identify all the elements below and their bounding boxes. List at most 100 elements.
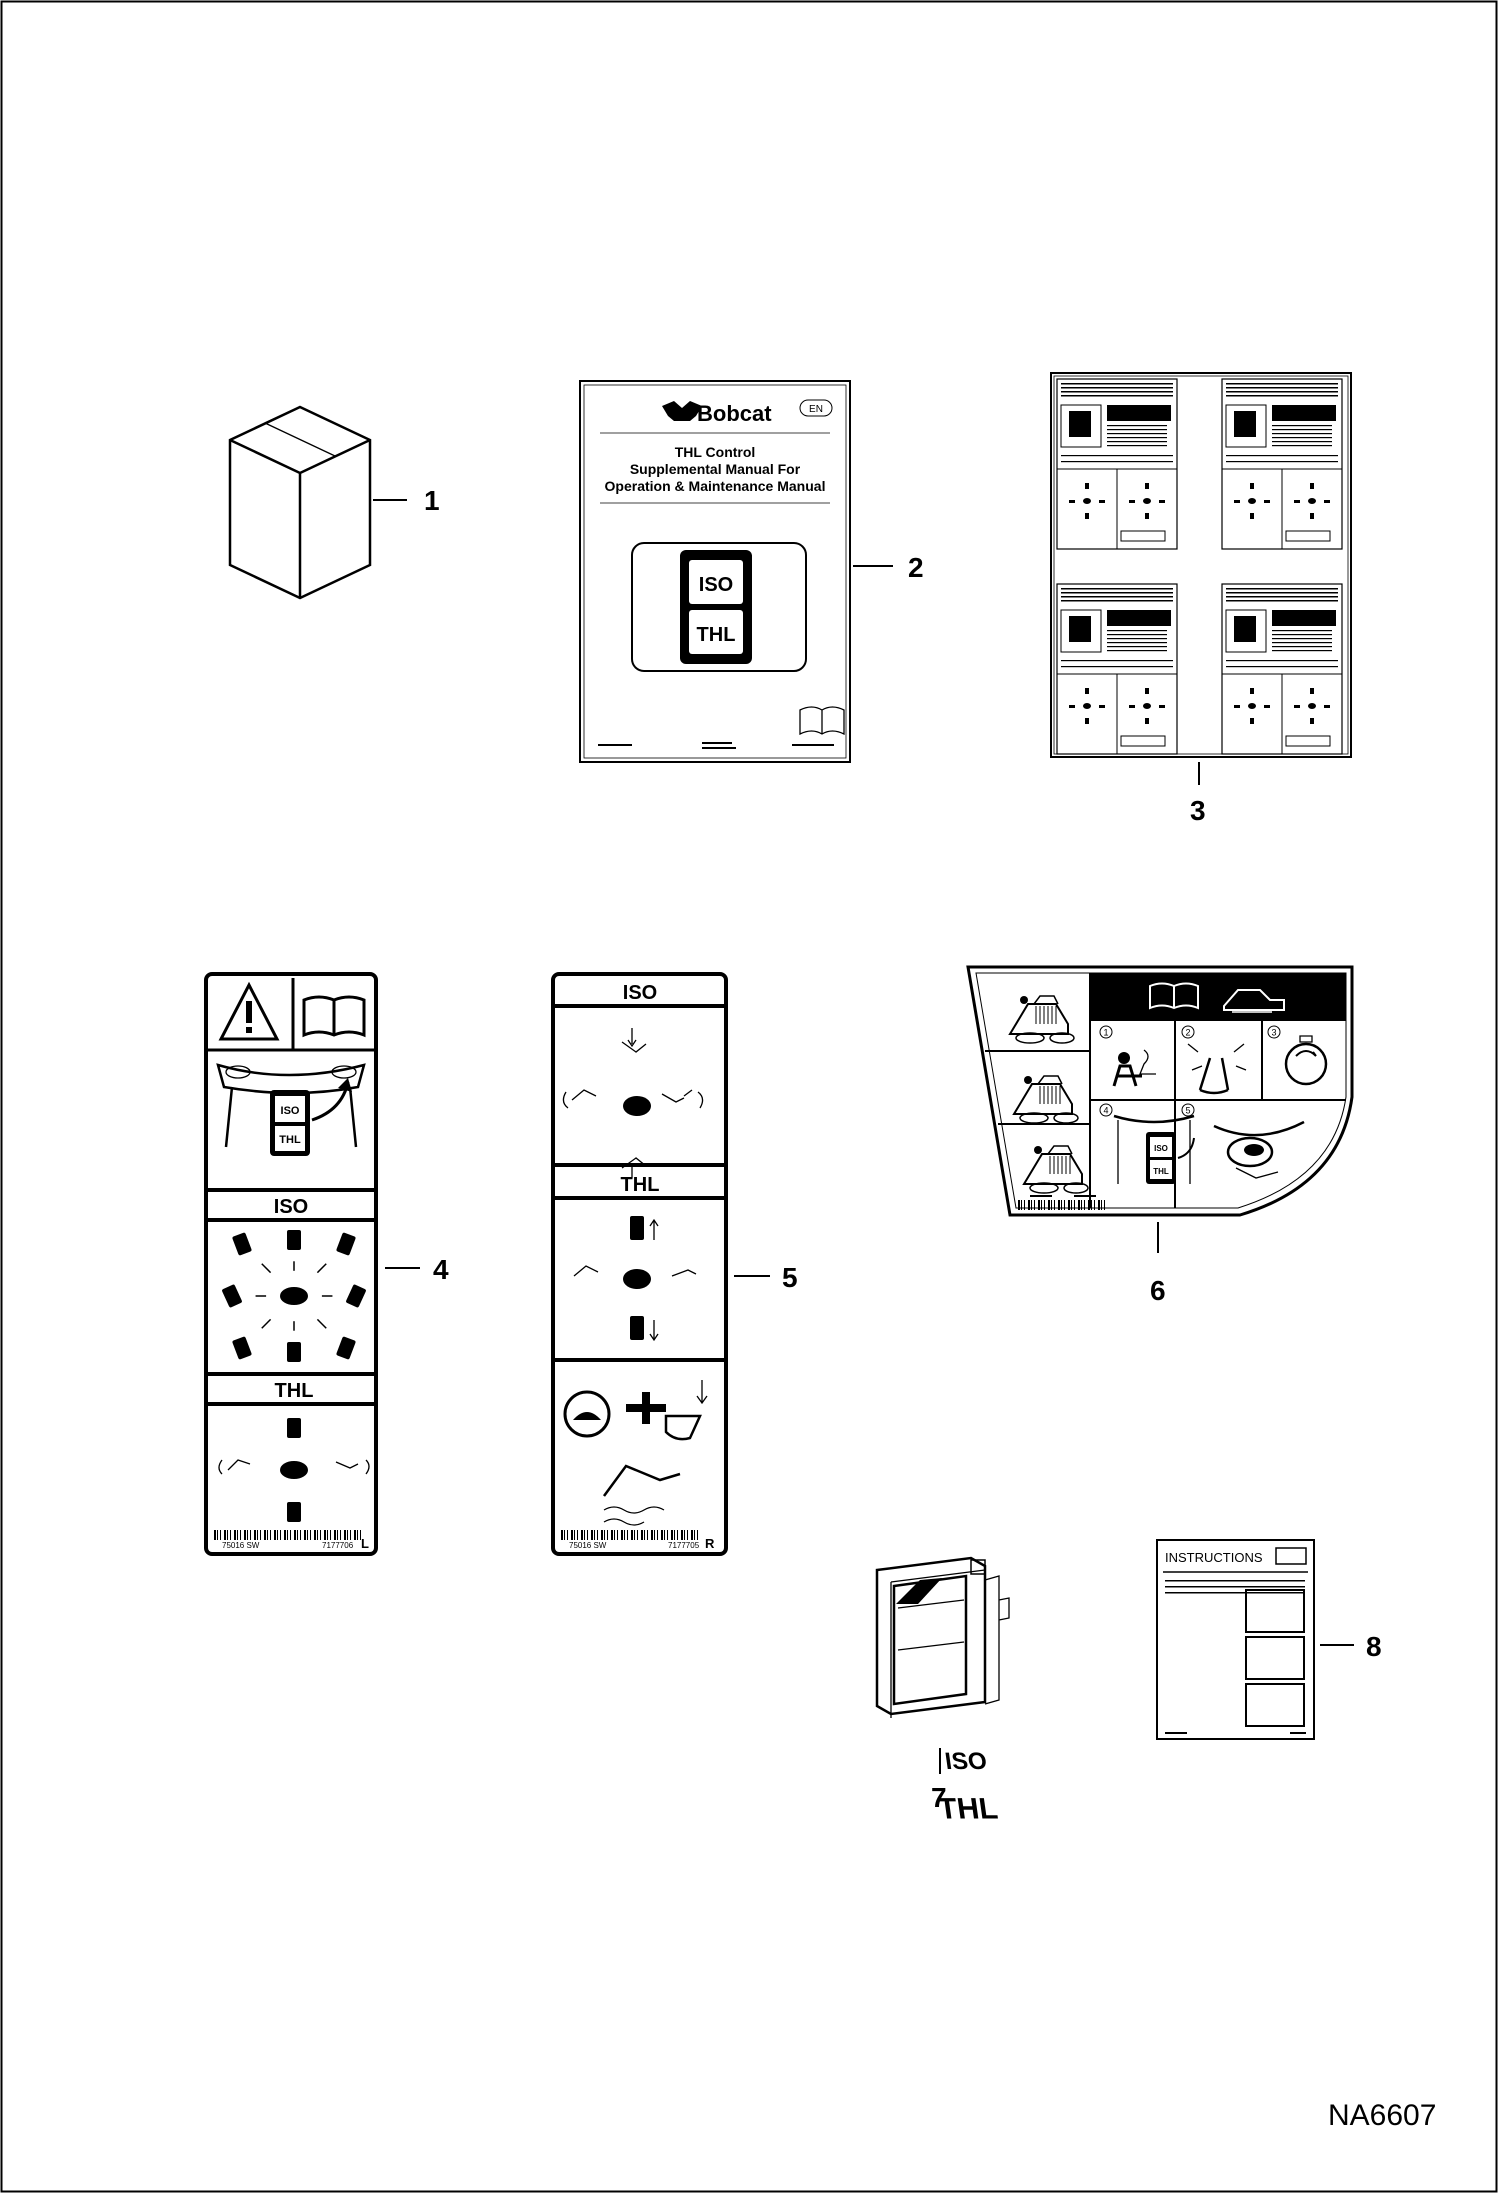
instructions-title: INSTRUCTIONS [1165, 1550, 1263, 1565]
mini-text-line [1107, 429, 1167, 431]
mini-text-line [1226, 395, 1338, 397]
mini-text-line [1061, 666, 1173, 668]
step-number: 2 [1185, 1028, 1190, 1038]
decal-left-code1: 75016 SW [222, 1541, 260, 1550]
decal-op-switch-iso: ISO [1154, 1144, 1168, 1153]
barcode-bar [611, 1530, 613, 1540]
barcode-bar [607, 1530, 608, 1540]
barcode-bar [227, 1530, 228, 1540]
barcode-bar [307, 1530, 308, 1540]
mini-dot [1248, 498, 1256, 504]
mini-dot [1069, 705, 1075, 708]
barcode-bar [304, 1530, 306, 1540]
mini-dot [1294, 705, 1300, 708]
barcode-bar [247, 1530, 248, 1540]
mini-text-line [1226, 596, 1338, 598]
item-8-instructions: INSTRUCTIONS [1156, 1539, 1315, 1740]
barcode-bar [1028, 1200, 1030, 1210]
barcode-bar [1104, 1200, 1105, 1210]
item-3-decal-sheet [1050, 372, 1352, 758]
barcode-bar [254, 1530, 256, 1540]
mini-dot [1264, 705, 1270, 708]
mini-text-line [1061, 461, 1173, 463]
decal-left-section-thl: THL [275, 1380, 314, 1402]
barcode-bar [597, 1530, 598, 1540]
callout-3: 3 [1190, 795, 1206, 826]
barcode-bar [687, 1530, 688, 1540]
barcode-bar [220, 1530, 221, 1540]
mini-text-line [1107, 445, 1167, 447]
decal-right-code2: 7177705 [668, 1541, 700, 1550]
joystick-icon [336, 1232, 356, 1256]
barcode-bar [564, 1530, 565, 1540]
mini-text-line [1272, 646, 1332, 648]
barcode-bar [637, 1530, 638, 1540]
barcode-bar [320, 1530, 321, 1540]
barcode-bar [1084, 1200, 1085, 1210]
drawing-id: NA6607 [1328, 2099, 1436, 2132]
barcode-bar [681, 1530, 683, 1540]
callout-6: 6 [1150, 1275, 1166, 1306]
barcode-bar [684, 1530, 685, 1540]
loader-sketch [1047, 1145, 1073, 1155]
barcode-bar [1058, 1200, 1060, 1210]
direction-arrow [261, 1318, 272, 1329]
item-7-rocker-switch: ISO THL [875, 1556, 1010, 1825]
mini-dot [1143, 703, 1151, 709]
barcode-bar [661, 1530, 663, 1540]
mini-dot [1159, 705, 1165, 708]
barcode-bar [330, 1530, 331, 1540]
mini-dot [1324, 500, 1330, 503]
mini-text-line [1107, 433, 1167, 435]
barcode-bar [1041, 1200, 1042, 1210]
step-number: 5 [1185, 1106, 1190, 1116]
barcode-bar [1038, 1200, 1040, 1210]
joystick-icon [287, 1230, 301, 1250]
mini-dot [1143, 498, 1151, 504]
barcode-bar [644, 1530, 645, 1540]
barcode-bar [694, 1530, 695, 1540]
joystick-icon [232, 1336, 252, 1360]
barcode-bar [217, 1530, 218, 1540]
callout-8: 8 [1366, 1631, 1382, 1662]
barcode-bar [280, 1530, 281, 1540]
mini-dot [1324, 705, 1330, 708]
operator-head [1024, 1076, 1032, 1084]
mini-figure [1069, 616, 1091, 642]
mini-dot [1248, 703, 1256, 709]
bobcat-logo-icon [662, 401, 702, 421]
barcode-bar [1044, 1200, 1045, 1210]
joystick-icon [232, 1232, 252, 1256]
mini-dot [1085, 483, 1089, 489]
barcode-bar [1101, 1200, 1102, 1210]
manual-lang-badge: EN [809, 404, 823, 415]
mini-text-line [1272, 445, 1332, 447]
barcode-bar [1068, 1200, 1070, 1210]
item-4-decal-left: ISO THL ISO THL 75016 SW 7177706 L [204, 972, 378, 1556]
barcode-bar [1024, 1200, 1025, 1210]
step-badge [1181, 1103, 1195, 1117]
mini-figure [1069, 411, 1091, 437]
manual-title-line1: THL Control [675, 444, 756, 460]
barcode-bar [274, 1530, 276, 1540]
mini-text-line [1061, 383, 1173, 385]
joystick-icon [346, 1284, 366, 1308]
barcode-bar [347, 1530, 348, 1540]
mini-text-line [1272, 441, 1332, 443]
barcode-bar [567, 1530, 568, 1540]
mini-dot [1145, 483, 1149, 489]
step-number: 3 [1271, 1028, 1276, 1038]
warning-icon [218, 981, 280, 1041]
loader-sketch [1033, 995, 1059, 1005]
barcode-bar [244, 1530, 246, 1540]
barcode-bar [594, 1530, 595, 1540]
barcode-bar [250, 1530, 251, 1540]
mini-dot [1083, 498, 1091, 504]
mini-text-line [1226, 660, 1338, 662]
barcode-bar [631, 1530, 633, 1540]
barcode-bar [240, 1530, 241, 1540]
instr-text-line [1165, 1586, 1305, 1588]
barcode-bar [284, 1530, 286, 1540]
item-5-decal-right: ISO THL 75016 SW 7177705 R [551, 972, 728, 1556]
